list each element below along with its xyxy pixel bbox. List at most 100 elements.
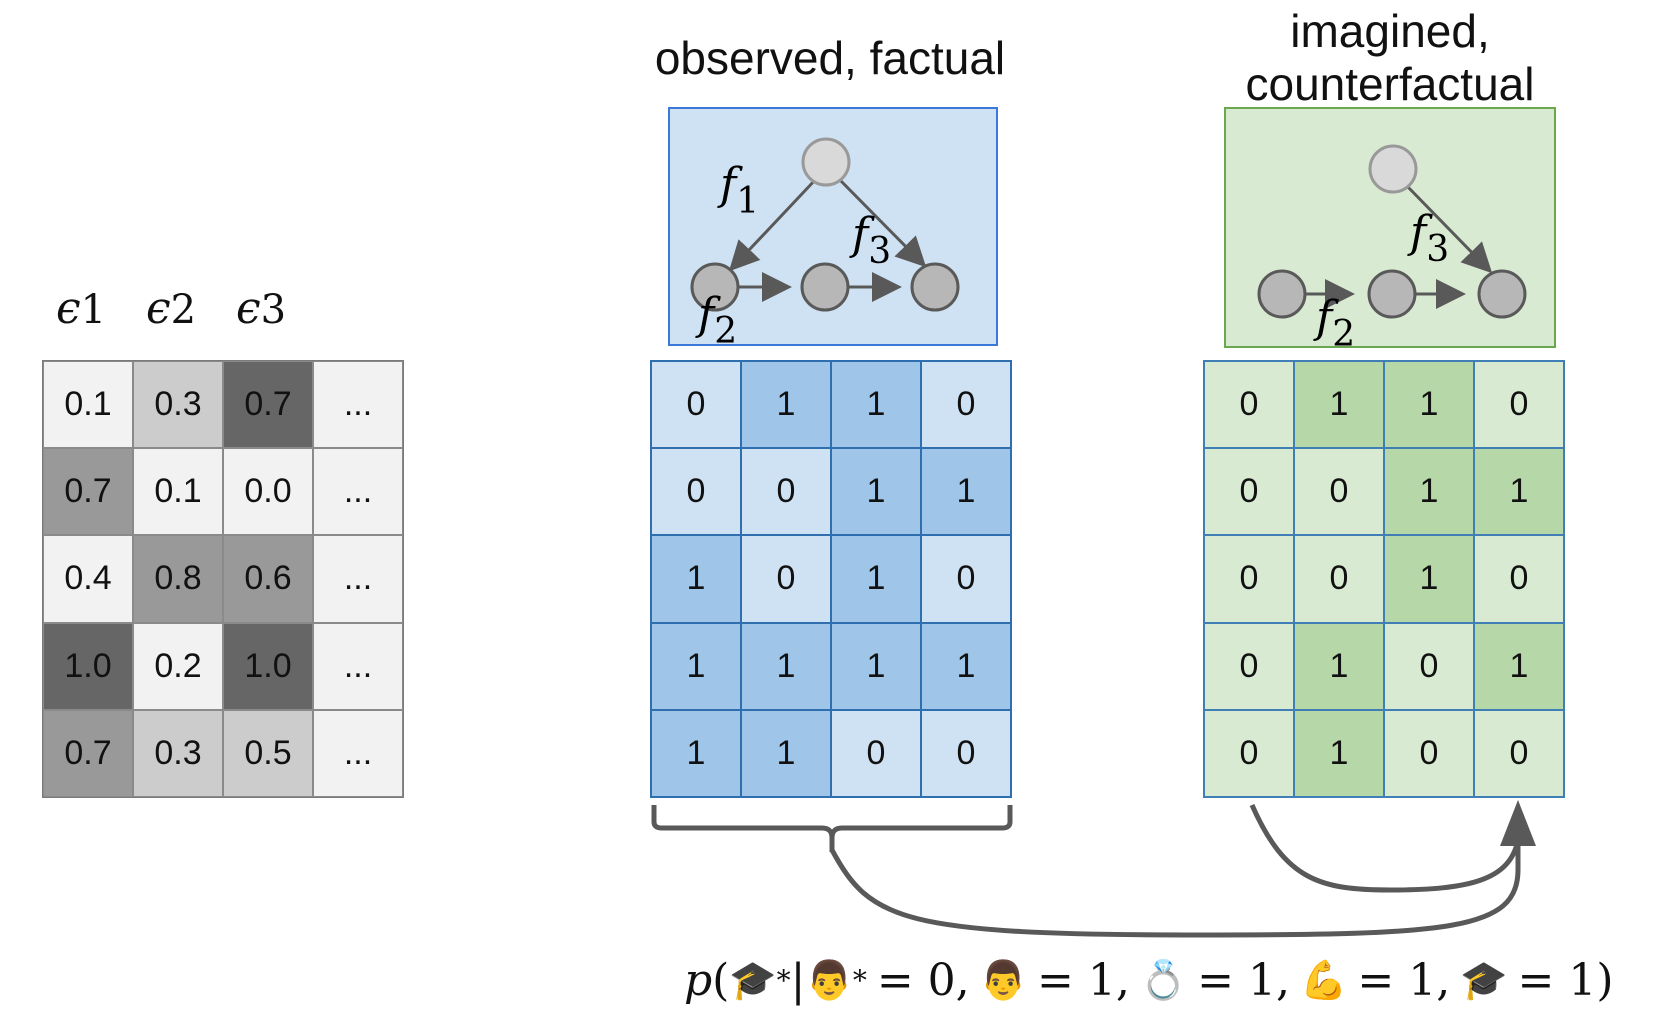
observed-cell: 1 — [921, 622, 1011, 710]
epsilon-cell: 0.3 — [133, 709, 223, 797]
counterfactual-cell: 0 — [1294, 448, 1384, 536]
graduation-cap-icon: 🎓 — [1460, 957, 1508, 1002]
edge-label-f2: f2 — [695, 289, 737, 347]
epsilon-cell: ... — [313, 448, 403, 536]
counterfactual-cell: 1 — [1384, 361, 1474, 449]
brace — [651, 805, 1013, 852]
ring-icon: 💍 — [1139, 957, 1188, 1002]
counterfactual-title-line2: counterfactual — [1245, 57, 1535, 110]
epsilon-header-2: ϵ2 — [146, 283, 196, 334]
epsilon-cell: ... — [313, 709, 403, 797]
observed-cell: 0 — [741, 535, 831, 623]
long-arrow — [829, 838, 1521, 938]
edge-arrow — [1404, 183, 1493, 274]
counterfactual-cell: 0 — [1294, 535, 1384, 623]
observed-cell: 1 — [921, 448, 1011, 536]
epsilon-header-1: ϵ1 — [56, 283, 106, 334]
epsilon-cell: ... — [313, 361, 403, 449]
counterfactual-cell: 1 — [1384, 535, 1474, 623]
counterfactual-cell: 0 — [1384, 709, 1474, 797]
epsilon-subscript: 3 — [260, 287, 287, 333]
counterfactual-cell: 1 — [1474, 622, 1564, 710]
formula-eq0: = 0, — [876, 954, 970, 1006]
man-face-icon: 👨 — [979, 957, 1027, 1002]
observed-cell: 0 — [651, 361, 741, 449]
exogenous-node — [801, 137, 851, 187]
observed-cell: 1 — [831, 535, 921, 623]
formula-p: p — [684, 954, 713, 1006]
epsilon-symbol: ϵ — [56, 283, 81, 334]
observed-cell: 1 — [741, 622, 831, 710]
graph-node — [1367, 269, 1417, 319]
epsilon-cell: 0.0 — [223, 448, 313, 536]
observed-cell: 1 — [651, 709, 741, 797]
graph-node — [800, 262, 850, 312]
counterfactual-cell: 0 — [1474, 535, 1564, 623]
epsilon-symbol: ϵ — [236, 283, 261, 334]
observed-cell: 0 — [921, 535, 1011, 623]
counterfactual-cell: 0 — [1204, 622, 1294, 710]
counterfactual-cell: 0 — [1474, 361, 1564, 449]
observed-cell: 1 — [831, 448, 921, 536]
observed-cell: 1 — [651, 622, 741, 710]
epsilon-symbol: ϵ — [146, 283, 171, 334]
formula-eq1: = 1, — [1197, 954, 1291, 1006]
formula-eq1: = 1, — [1357, 954, 1451, 1006]
observed-graph-panel: f1 f2 f3 — [668, 107, 998, 347]
graph-node — [910, 262, 960, 312]
epsilon-subscript: 1 — [80, 287, 107, 333]
epsilon-cell: 0.7 — [43, 709, 133, 797]
short-arrow — [1249, 803, 1521, 893]
formula-open-paren: ( — [712, 954, 730, 1006]
observed-cell: 0 — [921, 361, 1011, 449]
counterfactual-title: imagined, counterfactual — [1190, 5, 1590, 111]
epsilon-cell: 0.8 — [133, 535, 223, 623]
formula-star: * — [852, 963, 867, 997]
epsilon-cell: 1.0 — [43, 622, 133, 710]
epsilon-cell: 0.1 — [133, 448, 223, 536]
graph-node — [690, 262, 740, 312]
edge-arrow — [728, 177, 818, 272]
formula-bar: | — [790, 954, 806, 1006]
observed-cell: 0 — [921, 709, 1011, 797]
epsilon-cell: 0.2 — [133, 622, 223, 710]
counterfactual-graph-panel: f3 f2 — [1224, 107, 1556, 349]
graph-node — [1477, 269, 1527, 319]
arrow-head — [1500, 800, 1536, 846]
observed-cell: 0 — [651, 448, 741, 536]
observed-cell: 1 — [831, 361, 921, 449]
counterfactual-cell: 1 — [1294, 709, 1384, 797]
counterfactual-cell: 0 — [1204, 709, 1294, 797]
graph-node — [1257, 269, 1307, 319]
observed-cell: 1 — [831, 622, 921, 710]
edge-label-f3: f3 — [849, 209, 891, 272]
exogenous-node — [1368, 144, 1418, 194]
counterfactual-cell: 0 — [1384, 622, 1474, 710]
epsilon-header-3: ϵ3 — [236, 283, 286, 334]
observed-title: observed, factual — [654, 32, 1006, 84]
observed-cell: 0 — [741, 448, 831, 536]
counterfactual-title-line1: imagined, — [1290, 5, 1490, 57]
observed-cell: 0 — [831, 709, 921, 797]
epsilon-cell: 0.6 — [223, 535, 313, 623]
counterfactual-cell: 0 — [1204, 535, 1294, 623]
observed-cell: 1 — [741, 709, 831, 797]
counterfactual-cell: 0 — [1204, 448, 1294, 536]
epsilon-cell: 0.5 — [223, 709, 313, 797]
graduation-cap-icon: 🎓 — [729, 957, 777, 1002]
epsilon-cell: ... — [313, 535, 403, 623]
epsilon-cell: 1.0 — [223, 622, 313, 710]
formula-eq1-close: = 1) — [1517, 954, 1614, 1006]
observed-cell: 1 — [651, 535, 741, 623]
man-face-icon: 👨 — [805, 957, 853, 1002]
counterfactual-cell: 0 — [1474, 709, 1564, 797]
edge-label-f3: f3 — [1407, 207, 1449, 270]
epsilon-cell: 0.7 — [43, 448, 133, 536]
counterfactual-cell: 1 — [1294, 361, 1384, 449]
flexed-biceps-icon: 💪 — [1300, 957, 1348, 1002]
formula-eq1: = 1, — [1037, 954, 1130, 1006]
observed-cell: 1 — [741, 361, 831, 449]
